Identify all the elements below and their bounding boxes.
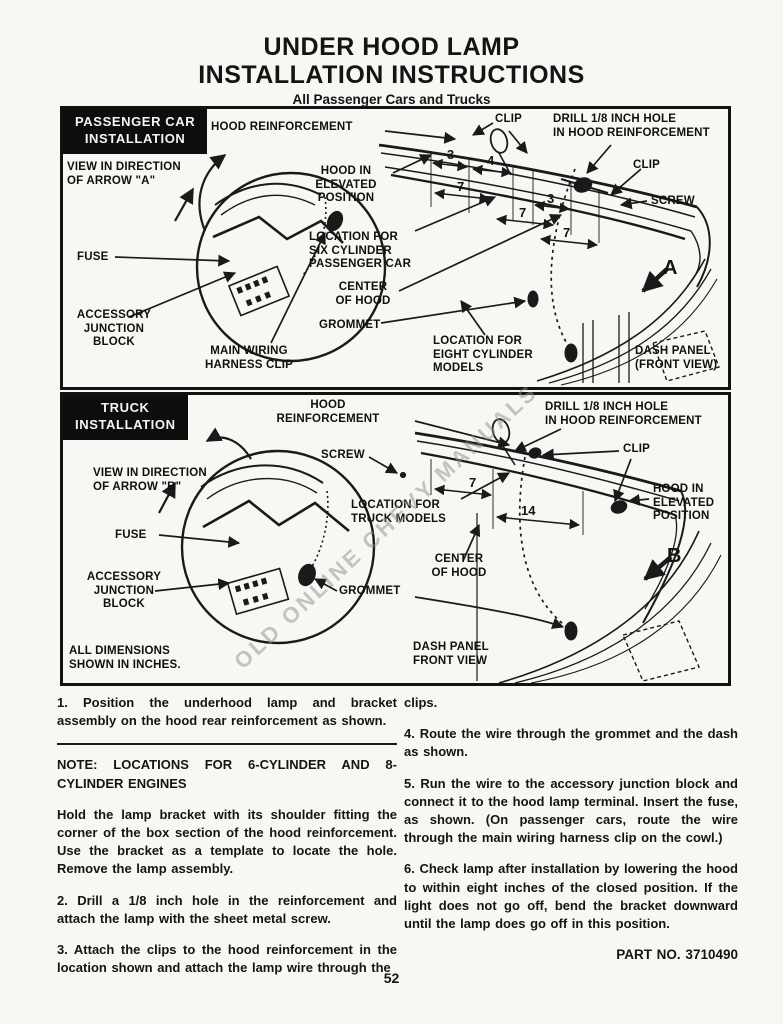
label-screw-truck: SCREW bbox=[321, 449, 365, 461]
badge-truck: TRUCK INSTALLATION bbox=[63, 395, 188, 440]
label-hood-elevated-truck: HOOD IN ELEVATED POSITION bbox=[653, 483, 715, 523]
label-view-direction-a: VIEW IN DIRECTION OF ARROW "A" bbox=[67, 161, 181, 187]
label-drill-hole-truck: DRILL 1/8 INCH HOLE IN HOOD REINFORCEMEN… bbox=[545, 401, 702, 427]
dimension-value: 4 bbox=[487, 153, 495, 168]
page-title: UNDER HOOD LAMP INSTALLATION INSTRUCTION… bbox=[0, 33, 783, 107]
inset-view-b bbox=[158, 427, 376, 645]
label-hood-reinforcement-car: HOOD REINFORCEMENT bbox=[211, 121, 353, 133]
instruction-step-3: 3. Attach the clips to the hood reinforc… bbox=[57, 941, 397, 976]
instruction-step-5: 5. Run the wire to the accessory junctio… bbox=[404, 775, 738, 846]
truck-diagram-art bbox=[154, 418, 722, 683]
diagram-panel-truck: TRUCK INSTALLATION bbox=[60, 392, 731, 686]
label-grommet-truck: GROMMET bbox=[339, 585, 401, 597]
label-clip-truck: CLIP bbox=[623, 443, 650, 455]
instruction-step-2: 2. Drill a 1/8 inch hole in the reinforc… bbox=[57, 892, 397, 926]
label-main-wiring-harness-clip: MAIN WIRING HARNESS CLIP bbox=[204, 345, 294, 371]
diagram-panel-passenger-car: PASSENGER CAR INSTALLATION bbox=[60, 106, 731, 390]
part-number: PART NO. 3710490 bbox=[616, 947, 738, 963]
instruction-note: NOTE: LOCATIONS FOR 6-CYLINDER AND 8-CYL… bbox=[57, 757, 397, 791]
leader-lines-car bbox=[114, 122, 669, 344]
page-number: 52 bbox=[383, 970, 400, 986]
label-center-of-hood-truck: CENTER OF HOOD bbox=[431, 553, 487, 579]
column-divider-rule bbox=[57, 743, 397, 746]
label-clip-right-car: CLIP bbox=[633, 159, 660, 171]
dimension-value: 7 bbox=[519, 205, 527, 220]
label-fuse-truck: FUSE bbox=[115, 529, 147, 541]
title-line-2: INSTALLATION INSTRUCTIONS bbox=[198, 60, 585, 89]
label-accessory-junction-block-car: ACCESSORY JUNCTION BLOCK bbox=[76, 309, 152, 349]
label-hood-elevated-car: HOOD IN ELEVATED POSITION bbox=[315, 165, 377, 205]
label-clip-top-car: CLIP bbox=[495, 113, 522, 125]
instruction-step-1: 1. Position the underhood lamp and brack… bbox=[57, 695, 397, 729]
passenger-car-diagram-art bbox=[114, 122, 720, 386]
leader-lines-truck bbox=[154, 420, 673, 629]
instructions-column-right: clips. 4. Route the wire through the gro… bbox=[404, 694, 738, 965]
label-center-of-hood-car: CENTER OF HOOD bbox=[335, 281, 391, 307]
hood-artwork-car bbox=[378, 128, 720, 386]
label-drill-hole-car: DRILL 1/8 INCH HOLE IN HOOD REINFORCEMEN… bbox=[553, 113, 710, 139]
label-dash-panel-car: DASH PANEL (FRONT VIEW) bbox=[635, 345, 718, 371]
label-location-six-cylinder: LOCATION FOR SIX CYLINDER PASSENGER CAR bbox=[309, 231, 412, 271]
instruction-note-body: Hold the lamp bracket with its shoulder … bbox=[57, 806, 397, 877]
badge-passenger-car: PASSENGER CAR INSTALLATION bbox=[63, 109, 208, 154]
title-subtitle: All Passenger Cars and Trucks bbox=[292, 92, 491, 107]
instructions-column-left: 1. Position the underhood lamp and brack… bbox=[57, 694, 397, 990]
label-location-truck-models: LOCATION FOR TRUCK MODELS bbox=[351, 499, 447, 525]
title-line-1: UNDER HOOD LAMP bbox=[263, 33, 520, 61]
label-fuse-car: FUSE bbox=[77, 251, 109, 263]
dimension-value: 7 bbox=[457, 179, 465, 194]
label-location-eight-cylinder: LOCATION FOR EIGHT CYLINDER MODELS bbox=[433, 335, 533, 375]
label-dash-panel-truck: DASH PANEL FRONT VIEW bbox=[413, 641, 489, 667]
label-grommet-car: GROMMET bbox=[319, 319, 381, 331]
label-hood-reinforcement-truck: HOOD REINFORCEMENT bbox=[276, 399, 380, 425]
label-view-direction-b: VIEW IN DIRECTION OF ARROW "B" bbox=[93, 467, 207, 493]
label-screw-car: SCREW bbox=[651, 195, 695, 207]
dimension-value: 14 bbox=[521, 503, 536, 518]
instruction-step-4: 4. Route the wire through the grommet an… bbox=[404, 726, 738, 760]
direction-letter-b: B bbox=[667, 545, 682, 567]
dimension-value: 3 bbox=[547, 191, 555, 206]
label-accessory-junction-block-truck: ACCESSORY JUNCTION BLOCK bbox=[86, 571, 162, 611]
dimension-value: 7 bbox=[469, 475, 477, 490]
label-all-dimensions-note: ALL DIMENSIONS SHOWN IN INCHES. bbox=[69, 645, 181, 671]
dimension-value: 7 bbox=[563, 225, 571, 240]
instruction-step-6: 6. Check lamp after installation by lowe… bbox=[404, 861, 738, 931]
instruction-step-3-continued: clips. bbox=[404, 695, 438, 710]
dimension-value: 3 bbox=[447, 147, 455, 162]
direction-letter-a: A bbox=[663, 257, 678, 279]
